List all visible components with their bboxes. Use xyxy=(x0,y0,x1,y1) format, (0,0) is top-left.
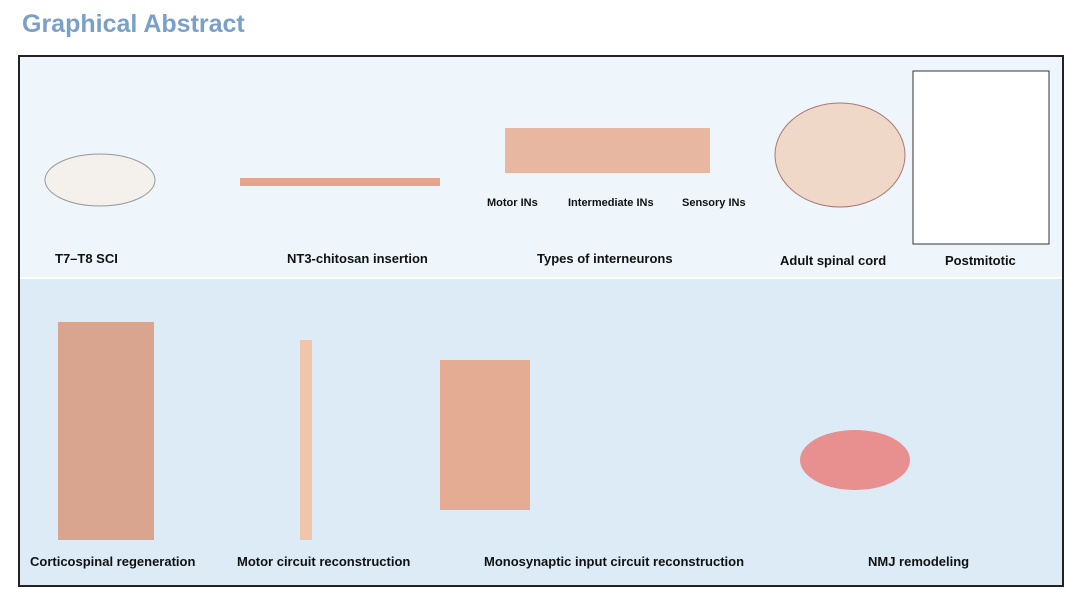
motor-circuit-illustration xyxy=(300,340,312,540)
cord-cross-section xyxy=(774,102,906,208)
caption-corticospinal: Corticospinal regeneration xyxy=(30,554,196,569)
legend-motor: Motor INs xyxy=(487,197,538,209)
legend-intermediate: Intermediate INs xyxy=(568,197,654,209)
rat-illustration xyxy=(44,153,156,207)
corticospinal-illustration xyxy=(58,322,154,540)
monosynaptic-illustration xyxy=(440,360,530,510)
caption-interneurons: Types of interneurons xyxy=(537,251,673,266)
caption-nmj: NMJ remodeling xyxy=(868,554,970,569)
caption-chitosan: NT3-chitosan insertion xyxy=(287,251,428,266)
spinal-cord-strip xyxy=(240,178,440,186)
legend-sensory: Sensory INs xyxy=(682,197,746,209)
caption-adult-cord: Adult spinal cord xyxy=(780,253,887,268)
caption-monosynaptic: Monosynaptic input circuit reconstructio… xyxy=(484,554,745,569)
caption-postmitotic: Postmitotic xyxy=(945,253,1016,268)
postmitotic-table xyxy=(912,70,1050,245)
caption-motor-circuit: Motor circuit reconstruction xyxy=(237,554,411,569)
nmj-illustration xyxy=(800,430,910,490)
caption-sci: T7–T8 SCI xyxy=(55,251,118,266)
lesion-cord xyxy=(505,128,710,173)
bottom-panel xyxy=(20,279,1062,585)
page-title: Graphical Abstract xyxy=(22,10,245,38)
figure-frame xyxy=(18,55,1064,587)
